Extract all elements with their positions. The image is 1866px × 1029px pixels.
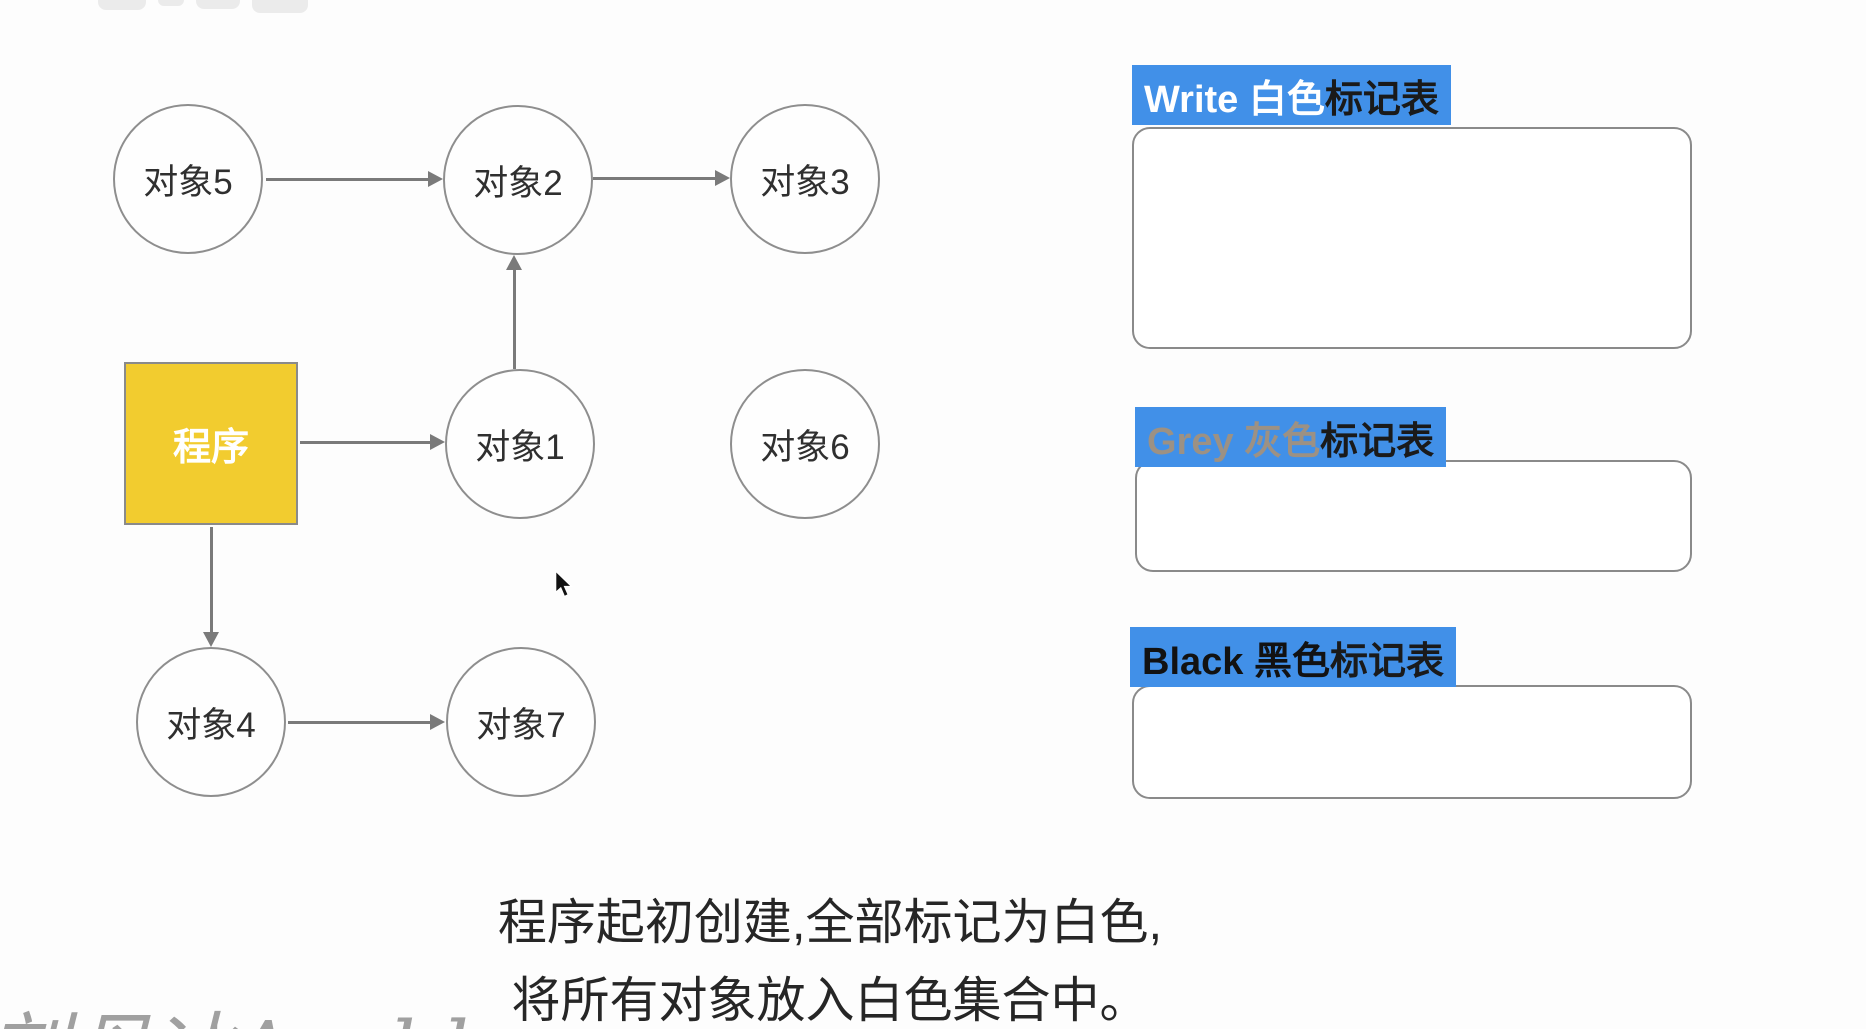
black-table-label-tail: 标记表 (1329, 640, 1444, 683)
grey-table-label: Grey 灰色标记表 (1135, 407, 1447, 467)
black-table-box (1132, 685, 1692, 799)
edge-program-obj1-line (300, 441, 430, 444)
grey-table-box (1135, 460, 1692, 572)
edge-obj5-obj2-line (266, 178, 428, 181)
edge-obj1-obj2-arrowhead-icon (506, 255, 522, 270)
node-obj7: 对象7 (446, 647, 596, 797)
white-table-label: Write 白色标记表 (1132, 65, 1451, 125)
author-watermark: 刘丹冰Aceld (0, 986, 471, 1029)
node-obj6: 对象6 (730, 369, 880, 519)
edge-obj2-obj3-line (593, 177, 715, 180)
node-obj1: 对象1 (445, 369, 595, 519)
white-table-box (1132, 127, 1692, 349)
node-obj5: 对象5 (113, 104, 263, 254)
caption-line-1: 程序起初创建,全部标记为白色, (497, 896, 1163, 950)
node-obj3: 对象3 (730, 104, 880, 254)
white-table-label-tail: 标记表 (1324, 78, 1439, 121)
node-obj4: 对象4 (136, 647, 286, 797)
caption-line-2: 将所有对象放入白色集合中。 (511, 974, 1149, 1028)
edge-obj2-obj3-arrowhead-icon (715, 170, 730, 186)
edge-program-obj4-line (210, 527, 213, 632)
grey-table-label-tail: 标记表 (1320, 420, 1435, 463)
caption: 程序起初创建,全部标记为白色, 将所有对象放入白色集合中。 (450, 884, 1210, 1029)
edge-obj4-obj7-line (288, 721, 430, 724)
white-table-label-head: Write 白色 (1144, 78, 1325, 121)
top-watermark-fragment (98, 0, 308, 13)
black-table-label: Black 黑色标记表 (1130, 627, 1456, 687)
black-table-label-head: Black 黑色 (1142, 640, 1330, 683)
node-program: 程序 (124, 362, 298, 525)
mouse-cursor-icon (555, 570, 573, 598)
node-obj2: 对象2 (443, 105, 593, 255)
edge-obj5-obj2-arrowhead-icon (428, 171, 443, 187)
edge-obj4-obj7-arrowhead-icon (430, 714, 445, 730)
edge-program-obj4-arrowhead-icon (203, 632, 219, 647)
edge-obj1-obj2-line (513, 270, 516, 369)
edge-program-obj1-arrowhead-icon (430, 434, 445, 450)
grey-table-label-head: Grey 灰色 (1147, 420, 1321, 463)
